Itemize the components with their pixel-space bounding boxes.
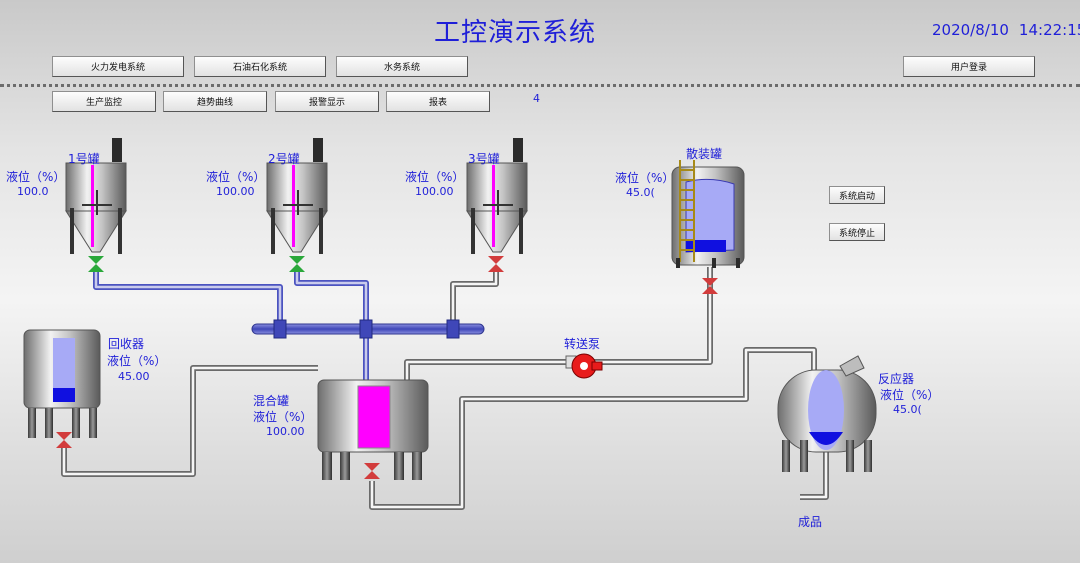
nav-petrochemical-button[interactable]: 石油石化系统 [194,56,326,77]
tank-3-level-value: 100.00 [415,185,454,198]
reactor-name: 反应器 [878,372,915,386]
reactor-tank [777,355,877,472]
mixer-level-value: 100.00 [266,425,305,438]
bulk-tank-level-value: 45.0( [626,186,655,199]
valve-mixer [364,463,380,479]
supply-tank-2 [266,138,328,254]
bulk-tank-level-label: 液位（%） [615,171,675,185]
supply-tank-1 [65,138,127,254]
supply-tank-3 [466,138,528,254]
nav-production-monitor-button[interactable]: 生产监控 [52,91,156,112]
pump-name: 转送泵 [564,337,601,351]
tank-1-name: 1号罐 [68,152,100,166]
recycler-tank [23,329,101,438]
tank-2-level-label: 液位（%） [206,170,266,184]
nav-report-button[interactable]: 报表 [386,91,490,112]
date-text: 2020/8/10 [932,21,1009,39]
recycler-level-label: 液位（%） [107,354,167,368]
page-title: 工控演示系统 [433,18,596,48]
tank-1-level-value: 100.0 [17,185,49,198]
reactor-level-label: 液位（%） [880,388,940,402]
screen-counter: 4 [533,92,540,105]
nav-alarm-display-button[interactable]: 报警显示 [275,91,379,112]
tank-3-level-label: 液位（%） [405,170,465,184]
transfer-pump [565,353,603,379]
valve-tank-3 [488,256,504,272]
header-separator [0,84,1080,87]
tank-2-name: 2号罐 [268,152,300,166]
bulk-tank-name: 散装罐 [686,147,723,161]
valve-tank-1 [88,256,104,272]
system-start-button[interactable]: 系统启动 [829,186,885,204]
recycler-level-value: 45.00 [118,370,150,383]
nav-thermal-power-button[interactable]: 火力发电系统 [52,56,184,77]
mixer-name: 混合罐 [253,394,290,408]
reactor-level-value: 45.0( [893,403,922,416]
nav-water-button[interactable]: 水务系统 [336,56,468,77]
user-login-button[interactable]: 用户登录 [903,56,1035,77]
valve-recycler [56,432,72,448]
tank-2-level-value: 100.00 [216,185,255,198]
bulk-tank [671,160,745,268]
mixer-level-label: 液位（%） [253,410,313,424]
mixer-tank [317,379,429,480]
recycler-name: 回收器 [108,337,145,351]
datetime-display: 2020/8/10 14:22:15 [932,21,1080,39]
product-label: 成品 [798,515,823,529]
time-text: 14:22:15 [1018,21,1080,39]
valve-bulk-tank [702,278,718,294]
tank-3-name: 3号罐 [468,152,500,166]
system-stop-button[interactable]: 系统停止 [829,223,885,241]
nav-trend-curve-button[interactable]: 趋势曲线 [163,91,267,112]
tank-1-level-label: 液位（%） [6,170,66,184]
valve-tank-2 [289,256,305,272]
